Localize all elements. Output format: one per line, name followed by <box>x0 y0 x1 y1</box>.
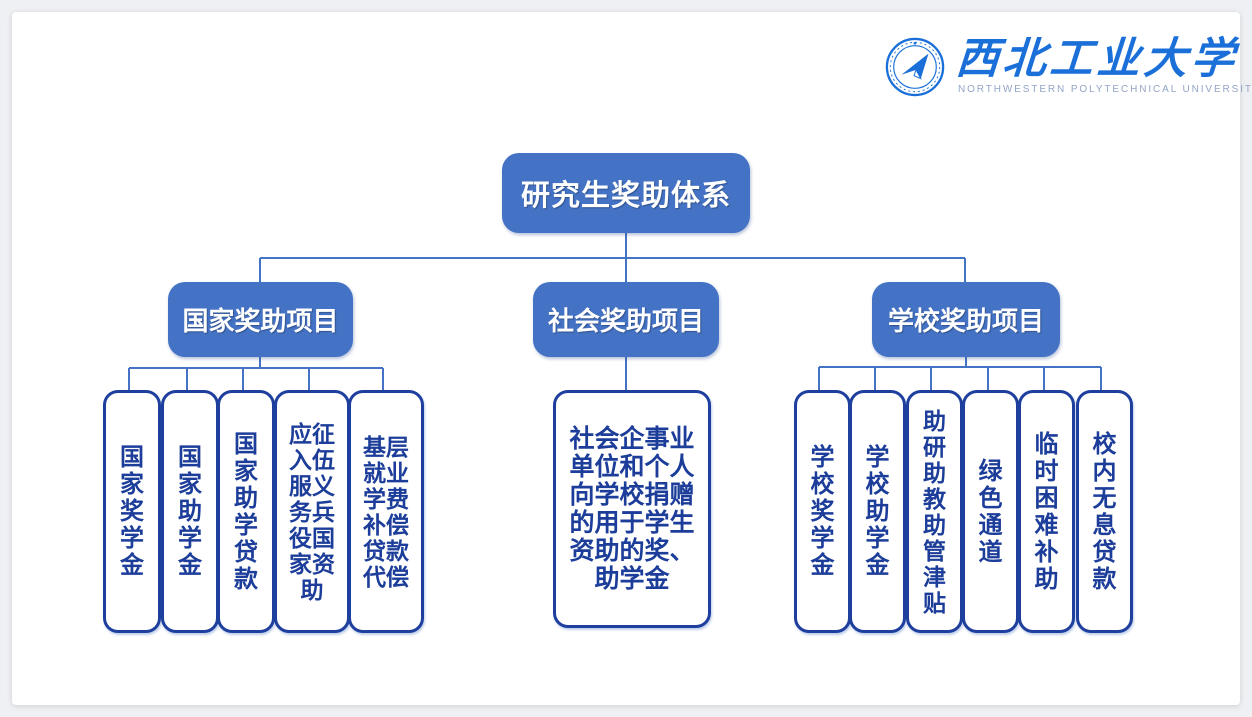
leaf-label: 国家奖学金 <box>120 444 144 579</box>
branch-node-national: 国家奖助项目 <box>168 282 353 357</box>
leaf-label: 临时困难补助 <box>1034 430 1059 593</box>
leaf-label: 学校助学金 <box>865 444 890 579</box>
root-node: 研究生奖助体系 <box>502 153 750 233</box>
leaf-node-national-grant: 国家助学金 <box>161 390 219 633</box>
leaf-label: 国家助学金 <box>178 444 202 579</box>
leaf-node-assistantship-allowance: 助研助教助管津贴 <box>906 390 963 633</box>
npu-logo: 西北工业大学 NORTHWESTERN POLYTECHNICAL UNIVER… <box>884 35 1252 104</box>
npu-seal-icon <box>885 37 945 97</box>
leaf-node-school-scholarship: 学校奖学金 <box>794 390 851 633</box>
leaf-node-temporary-hardship-subsidy: 临时困难补助 <box>1018 390 1075 633</box>
leaf-node-social-donation-scholarship: 社会企事业单位和个人向学校捐赠的用于学生资助的奖、助学金 <box>553 390 711 628</box>
leaf-label: 国家助学贷款 <box>234 430 258 593</box>
leaf-label: 基层就业学费补偿贷款代偿 <box>363 433 409 590</box>
leaf-label: 助研助教助管津贴 <box>923 407 946 616</box>
logo-names: 西北工业大学 NORTHWESTERN POLYTECHNICAL UNIVER… <box>954 35 1252 95</box>
leaf-label: 学校奖学金 <box>810 444 835 579</box>
leaf-node-interest-free-campus-loan: 校内无息贷款 <box>1076 390 1133 633</box>
leaf-node-military-service-funding: 应征入伍服义务兵役国家资助 <box>274 390 350 633</box>
leaf-node-national-student-loan: 国家助学贷款 <box>217 390 275 633</box>
university-name-zh: 西北工业大学 <box>954 35 1240 83</box>
leaf-label: 应征入伍服义务兵役国家资助 <box>289 420 335 603</box>
leaf-label: 校内无息贷款 <box>1092 430 1117 593</box>
branch-node-social: 社会奖助项目 <box>533 282 719 357</box>
leaf-label: 绿色通道 <box>978 457 1003 566</box>
leaf-node-school-grant: 学校助学金 <box>849 390 906 633</box>
branch-node-school: 学校奖助项目 <box>872 282 1060 357</box>
university-name-en: NORTHWESTERN POLYTECHNICAL UNIVERSITY <box>958 84 1252 95</box>
leaf-node-national-scholarship: 国家奖学金 <box>103 390 161 633</box>
leaf-node-grassroots-employment-compensation: 基层就业学费补偿贷款代偿 <box>348 390 424 633</box>
leaf-node-green-channel: 绿色通道 <box>962 390 1019 633</box>
leaf-label: 社会企事业单位和个人向学校捐赠的用于学生资助的奖、助学金 <box>569 425 695 593</box>
